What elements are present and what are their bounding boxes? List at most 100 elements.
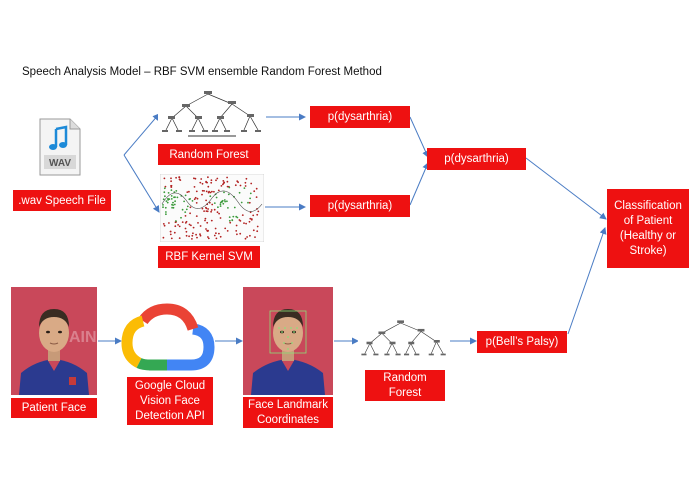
svm-scatter-dot xyxy=(217,189,220,192)
svm-scatter-dot xyxy=(173,203,176,206)
classification-box: Classification of Patient (Healthy or St… xyxy=(607,189,689,268)
svm-scatter-dot xyxy=(239,232,242,235)
svm-scatter-dot xyxy=(221,199,224,202)
svm-scatter-dot xyxy=(164,195,166,198)
svm-scatter-dot xyxy=(256,225,259,228)
svm-scatter-dot xyxy=(191,200,194,202)
svm-scatter-dot xyxy=(210,210,212,213)
svm-scatter-dot xyxy=(170,198,173,200)
svm-scatter-dot xyxy=(226,180,229,183)
svm-scatter-dot xyxy=(185,220,188,223)
landmark-face-photo xyxy=(243,287,333,395)
svm-scatter-dot xyxy=(207,229,209,232)
svm-scatter-dot xyxy=(189,212,191,215)
svm-scatter-dot xyxy=(178,178,181,181)
svm-scatter-dot xyxy=(208,201,211,204)
svm-scatter-dot xyxy=(165,211,167,213)
svm-scatter-dot xyxy=(228,219,231,222)
svm-scatter-dot xyxy=(184,194,187,197)
p-dysarthria-label-top: p(dysarthria) xyxy=(327,111,393,123)
landmark-line-2: Coordinates xyxy=(256,413,319,426)
svm-scatter-dot xyxy=(195,215,198,217)
svm-scatter-dot xyxy=(205,199,207,202)
svm-scatter-dot xyxy=(236,233,238,236)
svm-scatter-dot xyxy=(228,186,231,189)
svm-scatter-dot xyxy=(205,210,208,212)
svm-scatter-dot xyxy=(219,203,222,206)
svm-scatter-dot xyxy=(213,208,216,211)
svm-scatter-dot xyxy=(240,201,243,204)
svm-scatter-dot xyxy=(235,230,238,232)
arrow-pdys-bottom-to-combined xyxy=(409,162,429,206)
svm-scatter-dot xyxy=(170,189,173,191)
svm-scatter-dot xyxy=(162,198,165,201)
p-bells-palsy-label: p(Bell’s Palsy) xyxy=(485,336,559,348)
svm-scatter-dot xyxy=(164,185,167,188)
svm-scatter-dot xyxy=(173,191,176,193)
rbf-kernel-svm-label: RBF Kernel SVM xyxy=(165,251,253,263)
svm-scatter-dot xyxy=(210,209,213,211)
svm-scatter-dot xyxy=(184,215,187,217)
svm-scatter-dot xyxy=(193,177,195,180)
svm-scatter-dot xyxy=(244,237,247,240)
svm-scatter-dot xyxy=(219,217,222,219)
svm-scatter-dot xyxy=(203,210,205,212)
svm-scatter-dot xyxy=(178,176,181,179)
random-forest-box-bottom: Random Forest xyxy=(365,370,445,401)
svm-scatter-dot xyxy=(173,196,175,199)
svm-scatter-dot xyxy=(195,190,198,193)
svm-scatter-dot xyxy=(233,206,236,209)
svm-scatter-dot xyxy=(205,206,207,209)
svm-scatter-dot xyxy=(186,205,189,208)
svm-scatter-dot xyxy=(216,177,219,180)
svm-scatter-dot xyxy=(183,200,185,203)
svm-scatter-dot xyxy=(207,185,210,188)
svm-scatter-dot xyxy=(190,224,192,227)
classification-line-1: Classification xyxy=(614,199,682,212)
svm-scatter-dot xyxy=(227,207,229,209)
svm-scatter-dot xyxy=(172,206,175,209)
svm-scatter-dot xyxy=(248,201,251,204)
svm-scatter-dot xyxy=(243,222,245,224)
svm-scatter-dot xyxy=(213,190,215,193)
svm-scatter-dot xyxy=(191,234,194,237)
svm-scatter-dot xyxy=(204,217,207,220)
svm-scatter-dot xyxy=(211,203,214,206)
svm-scatter-dot xyxy=(167,192,170,194)
svm-scatter-dot xyxy=(165,213,167,216)
svm-scatter-dot xyxy=(170,180,172,183)
patient-face-label: Patient Face xyxy=(21,402,87,414)
svm-scatter-dot xyxy=(199,234,202,237)
p-dysarthria-box-bottom: p(dysarthria) xyxy=(310,195,410,217)
svm-scatter-dot xyxy=(228,216,231,218)
svm-scatter-dot xyxy=(185,234,188,237)
rf-bottom-line-1: Random xyxy=(383,371,427,384)
svm-scatter-dot xyxy=(192,226,195,229)
svm-scatter-dot xyxy=(178,225,181,228)
arrow-wav-to-svm xyxy=(123,154,160,213)
svm-scatter-dot xyxy=(177,224,179,226)
svm-scatter-dot xyxy=(185,208,188,211)
decision-tree-thumbnail xyxy=(158,88,266,140)
svm-scatter-dot xyxy=(203,190,205,192)
svm-scatter-dot xyxy=(223,199,226,201)
svm-scatter-dot xyxy=(178,237,181,239)
svm-scatter-dot xyxy=(186,191,189,193)
svm-scatter-dot xyxy=(215,237,218,240)
svm-scatter-dot xyxy=(249,192,252,195)
patient-face-photo: AIN xyxy=(11,287,97,395)
svm-scatter-dot xyxy=(248,220,251,223)
rbf-kernel-svm-box: RBF Kernel SVM xyxy=(158,246,260,268)
svm-scatter-dot xyxy=(215,232,217,235)
landmark-line-1: Face Landmark xyxy=(248,398,328,411)
svm-scatter-dot xyxy=(205,190,208,193)
random-forest-box-top: Random Forest xyxy=(158,144,260,165)
svm-scatter-dot xyxy=(238,219,241,221)
svm-scatter-dot xyxy=(184,227,187,230)
gcv-line-3: Detection API xyxy=(135,409,205,422)
diagram-title: Speech Analysis Model – RBF SVM ensemble… xyxy=(22,66,382,78)
svm-scatter-dot xyxy=(245,177,248,180)
svm-scatter-dot xyxy=(205,228,207,230)
svm-scatter-dot xyxy=(237,181,239,184)
svm-scatter-dot xyxy=(222,183,224,186)
